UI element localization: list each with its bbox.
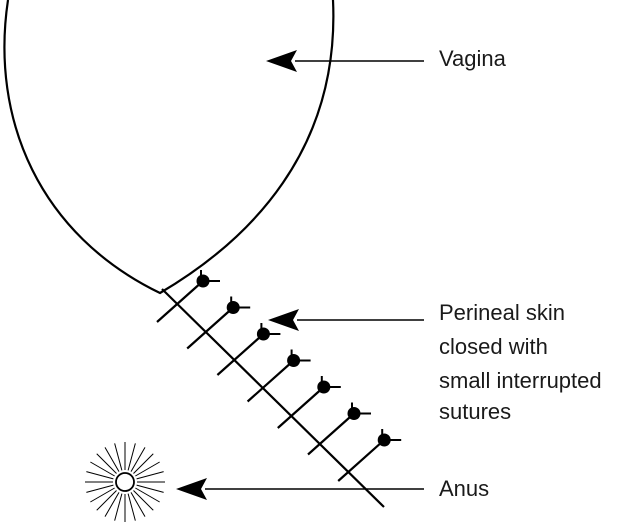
vagina-arrow [266, 50, 424, 72]
anus-ray [130, 447, 146, 472]
suture [156, 270, 220, 323]
suture [307, 402, 371, 456]
suture [216, 323, 281, 376]
anus-ray [133, 490, 154, 511]
anus-ray [96, 453, 117, 474]
suture [337, 429, 402, 482]
anus-label: Anus [439, 476, 489, 501]
anus-ray [90, 461, 115, 477]
anus-ray [135, 487, 160, 503]
anus-ray [86, 484, 114, 493]
perineal-label-line4: sutures [439, 399, 511, 424]
anus-arrow [176, 478, 424, 500]
suture [186, 296, 251, 350]
anus-ray [90, 487, 115, 503]
anus-ray [114, 493, 123, 521]
anus-ray [127, 443, 136, 471]
anus-ray [136, 471, 164, 480]
sutures [156, 270, 402, 482]
anus-symbol [85, 442, 165, 522]
suture-knot [287, 354, 301, 367]
anus-ray [104, 447, 120, 472]
perineal-label-line2: closed with [439, 334, 548, 359]
anus-ray [135, 461, 160, 477]
perineal-label-line3: small interrupted [439, 368, 602, 393]
anus-ray [114, 443, 123, 471]
vagina-label: Vagina [439, 46, 507, 71]
anus-ray [96, 490, 117, 511]
suture-knot [377, 433, 391, 447]
anus-ray [136, 484, 164, 493]
anus-opening [115, 472, 135, 492]
anus-ray [86, 471, 114, 480]
suture-knot [196, 274, 210, 288]
suture-knot [317, 380, 331, 394]
suture-knot [226, 301, 240, 314]
perineal-label-line1: Perineal skin [439, 300, 565, 325]
suture-knot [256, 327, 270, 341]
suture [246, 349, 311, 403]
suture [277, 376, 341, 429]
anus-ray [104, 492, 120, 517]
vagina-outline [3, 0, 335, 295]
incision-line [161, 288, 385, 508]
suture-knot [347, 407, 361, 420]
anus-ray [133, 453, 154, 474]
anus-ray [127, 493, 136, 521]
perineal-arrow [268, 309, 424, 331]
anus-ray [130, 492, 146, 517]
